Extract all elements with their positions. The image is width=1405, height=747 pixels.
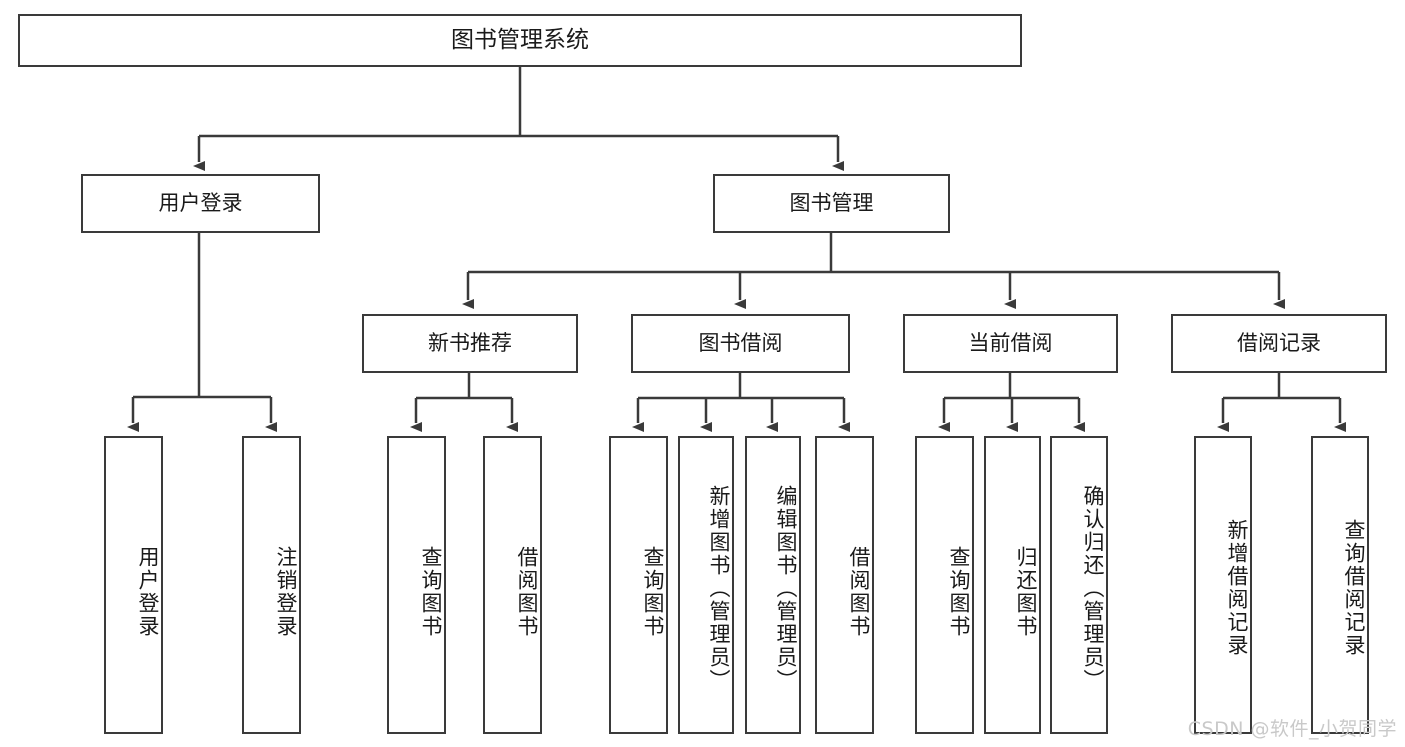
leaf-new-book-borrow[interactable]: 借阅图书 (483, 436, 542, 734)
node-book-borrow[interactable]: 图书借阅 (631, 314, 850, 373)
node-borrow-record[interactable]: 借阅记录 (1171, 314, 1387, 373)
leaf-user-login-signout[interactable]: 注销登录 (242, 436, 301, 734)
leaf-borrow-add-book-admin[interactable]: 新增图书（管理员） (678, 436, 734, 734)
node-user-login[interactable]: 用户登录 (81, 174, 320, 233)
leaf-new-book-query[interactable]: 查询图书 (387, 436, 446, 734)
leaf-user-login-signin[interactable]: 用户登录 (104, 436, 163, 734)
node-root-system[interactable]: 图书管理系统 (18, 14, 1022, 67)
leaf-borrow-borrow-book[interactable]: 借阅图书 (815, 436, 874, 734)
watermark-text: CSDN @软件_小贺同学 (1187, 718, 1397, 740)
leaf-record-add-borrow-record[interactable]: 新增借阅记录 (1194, 436, 1252, 734)
leaf-current-confirm-return-admin[interactable]: 确认归还（管理员） (1050, 436, 1108, 734)
leaf-current-query-book[interactable]: 查询图书 (915, 436, 974, 734)
node-new-book-recommend[interactable]: 新书推荐 (362, 314, 578, 373)
node-current-borrow[interactable]: 当前借阅 (903, 314, 1118, 373)
leaf-borrow-query-book[interactable]: 查询图书 (609, 436, 668, 734)
leaf-record-query-borrow-record[interactable]: 查询借阅记录 (1311, 436, 1369, 734)
leaf-current-return-book[interactable]: 归还图书 (984, 436, 1041, 734)
leaf-borrow-edit-book-admin[interactable]: 编辑图书（管理员） (745, 436, 801, 734)
node-book-management[interactable]: 图书管理 (713, 174, 950, 233)
